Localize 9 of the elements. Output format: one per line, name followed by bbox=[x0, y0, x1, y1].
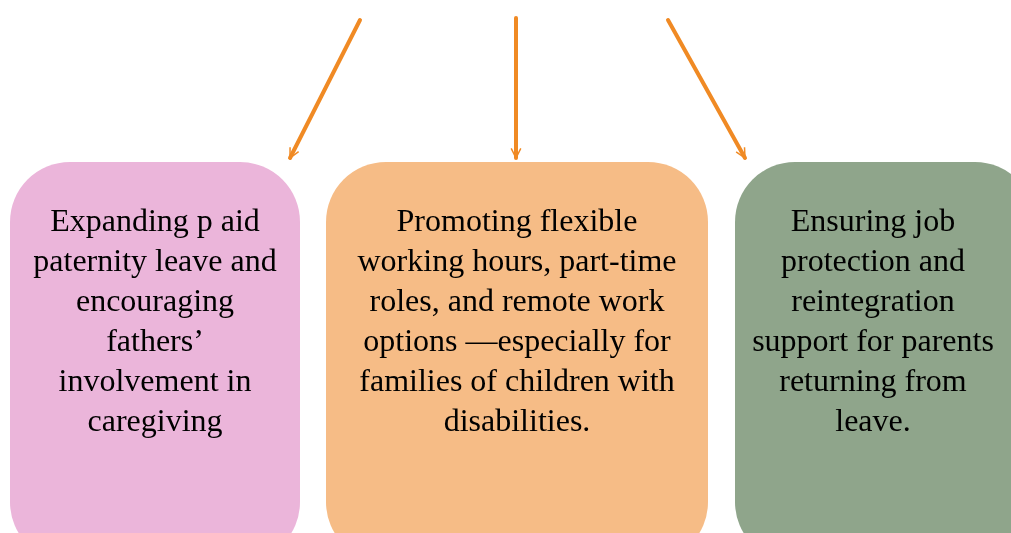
rounded-box bbox=[735, 162, 1011, 533]
box-text: Ensuring job protection and reintegration support for parents returning from leave. bbox=[751, 201, 995, 440]
arrow bbox=[510, 16, 522, 160]
rounded-box bbox=[326, 162, 708, 533]
rounded-box bbox=[10, 162, 300, 533]
box-text: Promoting flexible working hours, part-time roles, and remote work options —especially for families of children with disabilities. bbox=[356, 201, 678, 440]
arrow bbox=[288, 18, 362, 160]
box-text: Expanding p aid paternity leave and encouraging fathers’ involvement in caregiving bbox=[32, 201, 278, 440]
arrow bbox=[666, 18, 747, 160]
